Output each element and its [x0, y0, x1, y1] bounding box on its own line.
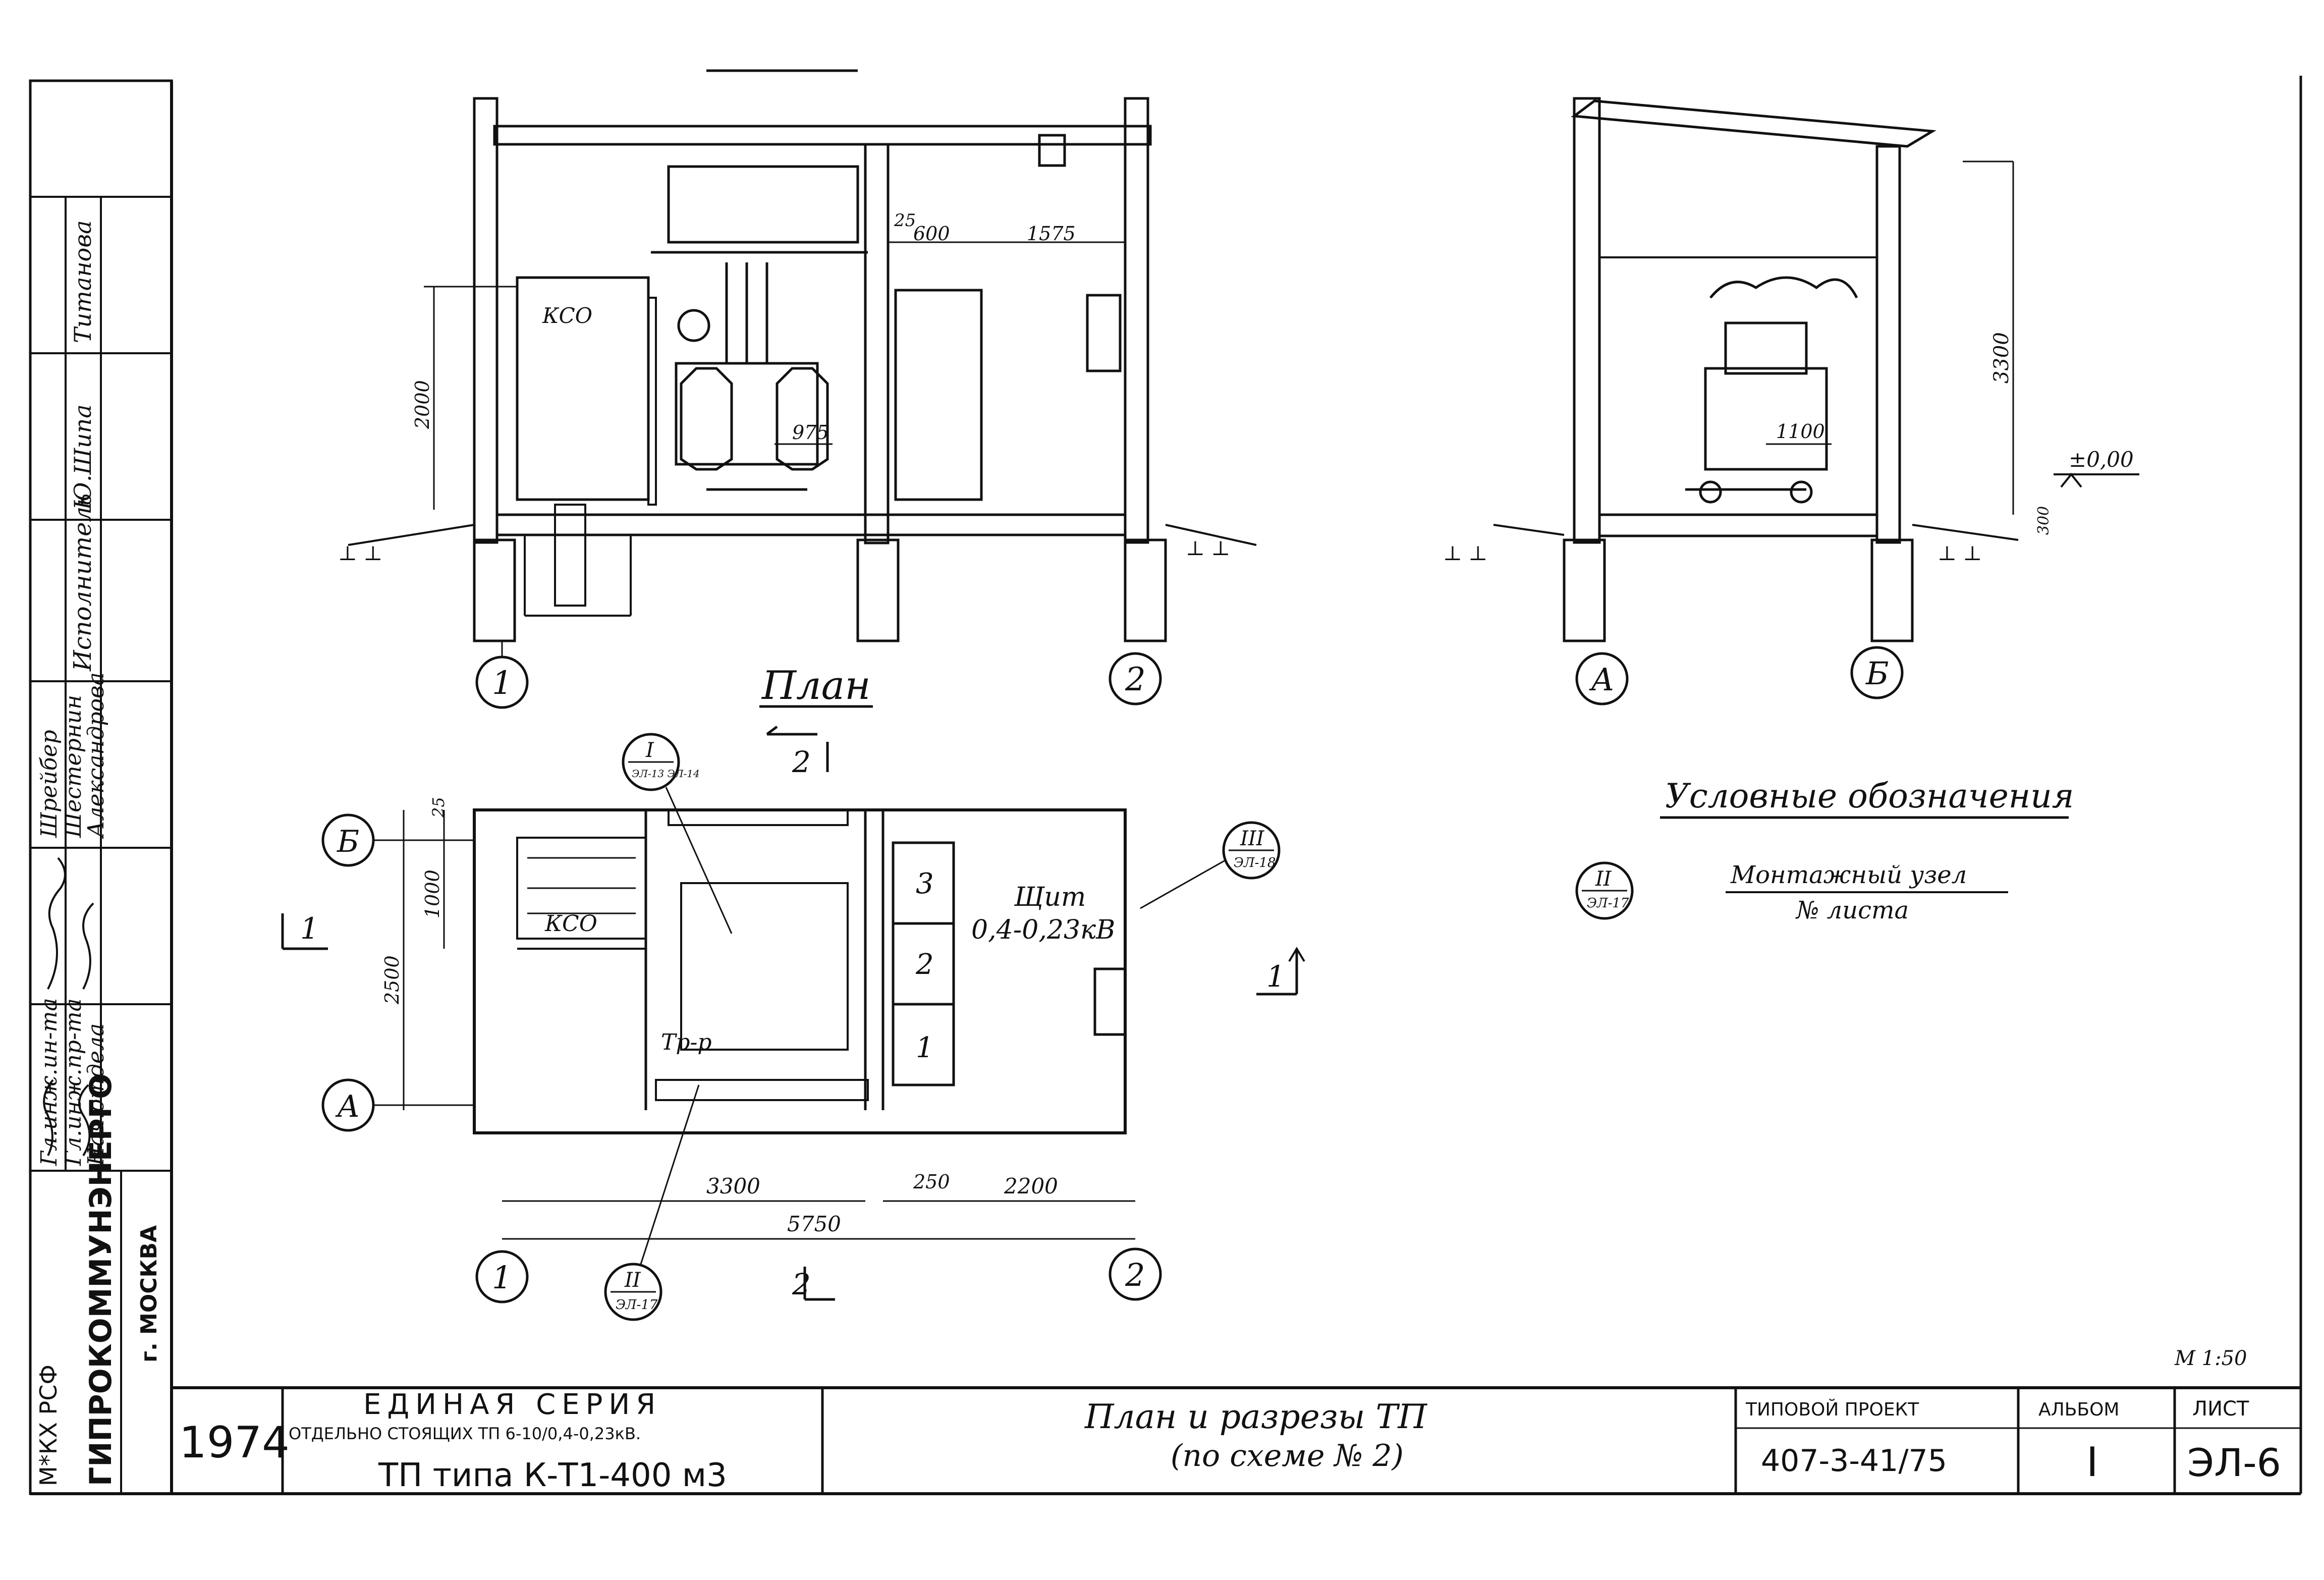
- plan-section-mark-left: 1: [300, 911, 319, 946]
- s1-dim-975: 975: [792, 421, 829, 444]
- s1-dim-2000: 2000: [411, 380, 433, 429]
- plan-section-mark-top: 2: [792, 745, 811, 779]
- stamp-role-2: Гл.инж.пр-та: [61, 998, 86, 1166]
- signature-marks: [43, 857, 94, 1157]
- s2-ground-left: ⊥ ⊥: [1443, 542, 1487, 565]
- legend-line-1: Монтажный узел: [1730, 861, 1967, 889]
- s2-dim-300: 300: [2035, 506, 2053, 535]
- s1-dim-1575: 1575: [1027, 223, 1076, 245]
- callout-II-ref: ЭЛ-17: [616, 1297, 658, 1313]
- tb-tp-type: ТП типа К-Т1-400 м3: [378, 1457, 727, 1494]
- legend-symbol-ref: ЭЛ-17: [1587, 896, 1629, 911]
- tb-project-label: ТИПОВОЙ ПРОЕКТ: [1745, 1399, 1919, 1420]
- title-block: 1974 ЕДИНАЯ СЕРИЯ ОТДЕЛЬНО СТОЯЩИХ ТП 6-…: [170, 1388, 2301, 1494]
- callout-I-roman: I: [645, 739, 654, 762]
- callout-detail-I: I ЭЛ-13 ЭЛ-14: [622, 733, 733, 934]
- stamp-executor-1: Ю.Шипа: [69, 404, 96, 510]
- panel-cell-1: 1: [916, 1031, 934, 1064]
- plan-section-mark-bottom: 2: [792, 1267, 811, 1301]
- tb-sheet-label: ЛИСТ: [2192, 1397, 2249, 1421]
- s1-axis-1: 1: [492, 665, 513, 702]
- s2-level-mark: ±0,00: [2069, 447, 2134, 472]
- tb-year: 1974: [179, 1418, 290, 1468]
- tb-series-sub: ОТДЕЛЬНО СТОЯЩИХ ТП 6-10/0,4-0,23кВ.: [289, 1424, 641, 1443]
- callout-detail-II: II ЭЛ-17: [604, 1084, 700, 1321]
- plan-dim-25: 25: [429, 797, 448, 818]
- plan-view: План 2 3 2 1 КСО Тр-р Щит 0,4-0,23кВ: [281, 663, 1305, 1321]
- callout-detail-III: III ЭЛ-18: [1140, 821, 1281, 909]
- tb-drawing-sub: (по схеме № 2): [1171, 1438, 1404, 1474]
- plan-label-kso: КСО: [544, 911, 597, 937]
- stamp-org-name: ГИПРОКОММУНЭНЕРГО: [83, 1073, 119, 1486]
- tb-album-no: I: [2086, 1439, 2098, 1486]
- plan-dim-5750: 5750: [787, 1212, 841, 1236]
- s2-axis-b: Б: [1865, 655, 1889, 692]
- section-2-2: 3300 300 1100 ±0,00 ⊥ ⊥ ⊥ ⊥ А Б: [1443, 97, 2139, 705]
- tb-sheet-no: ЭЛ-6: [2187, 1440, 2281, 1485]
- plan-dim-250: 250: [913, 1171, 950, 1193]
- panel-cell-3: 3: [916, 867, 934, 900]
- s2-ground-right: ⊥ ⊥: [1938, 542, 1982, 565]
- stamp-executor-2: Титанова: [69, 220, 96, 343]
- switchboard-cells: 3 2 1: [892, 841, 955, 1086]
- legend: Условные обозначения II ЭЛ-17 Монтажный …: [1575, 777, 2074, 924]
- plan-dim-2200: 2200: [1004, 1174, 1058, 1198]
- transformer-elevation: [675, 262, 829, 491]
- stamp-name-2: Шестернин: [61, 695, 86, 838]
- plan-section-mark-right: 1: [1266, 959, 1285, 994]
- tb-series: ЕДИНАЯ СЕРИЯ: [363, 1388, 661, 1421]
- stamp-name-3: Александрова: [83, 672, 109, 839]
- stamp-role-1: Гл.инж.ин-та: [36, 998, 62, 1166]
- plan-panel-voltage: 0,4-0,23кВ: [971, 915, 1115, 945]
- panel-cell-2: 2: [915, 948, 934, 981]
- s1-ground-left: ⊥ ⊥: [338, 542, 382, 565]
- plan-axis-a: А: [335, 1089, 360, 1124]
- side-stamp: Гл.инж.ин-та Гл.инж.пр-та Нач.отдела Исп…: [29, 79, 173, 1495]
- s1-ground-right: ⊥ ⊥: [1186, 537, 1230, 560]
- s1-label-kso: КСО: [542, 303, 592, 328]
- stamp-org-ministry: М*КХ РСФ: [35, 1365, 62, 1486]
- s2-dim-1100: 1100: [1776, 420, 1825, 443]
- scale-note: М 1:50: [2174, 1347, 2247, 1370]
- legend-line-2: № листа: [1795, 896, 1909, 924]
- s2-axis-a: А: [1589, 661, 1615, 698]
- stamp-name-1: Шрейбер: [36, 730, 62, 838]
- plan-label-transformer: Тр-р: [661, 1029, 712, 1055]
- tb-drawing-title: План и разрезы ТП: [1084, 1397, 1428, 1436]
- s1-dim-600: 600: [913, 223, 950, 245]
- plan-axis-2: 2: [1125, 1257, 1145, 1293]
- callout-III-ref: ЭЛ-18: [1234, 855, 1276, 870]
- legend-symbol-roman: II: [1595, 867, 1612, 891]
- s1-dim-25: 25: [894, 210, 916, 231]
- callout-II-roman: II: [624, 1269, 641, 1292]
- plan-dim-3300: 3300: [706, 1174, 760, 1198]
- plan-panel-title: Щит: [1014, 882, 1086, 912]
- plan-dim-1000: 1000: [421, 869, 444, 918]
- plan-dim-2500: 2500: [381, 955, 403, 1005]
- legend-title: Условные обозначения: [1665, 777, 2074, 815]
- stamp-executor-role: Исполнитель: [69, 494, 97, 672]
- plan-axis-b: Б: [337, 824, 359, 859]
- transformer-side-view: [1685, 276, 1858, 504]
- s2-dim-3300: 3300: [1990, 332, 2013, 384]
- tb-album-label: АЛЬБОМ: [2038, 1399, 2120, 1420]
- stamp-role-3: Нач.отдела: [83, 1023, 109, 1166]
- plan-axis-1: 1: [492, 1259, 512, 1296]
- section-1-1: 2000 25 600 1575 975 КСО ⊥ ⊥ ⊥ ⊥ 1 2: [338, 69, 1257, 709]
- callout-I-ref: ЭЛ-13 ЭЛ-14: [632, 768, 700, 780]
- s1-axis-2: 2: [1125, 661, 1146, 698]
- callout-III-roman: III: [1240, 827, 1265, 850]
- tb-project-no: 407-3-41/75: [1761, 1443, 1947, 1479]
- plan-title: План: [761, 663, 871, 709]
- stamp-org-city: г. МОСКВА: [136, 1225, 162, 1363]
